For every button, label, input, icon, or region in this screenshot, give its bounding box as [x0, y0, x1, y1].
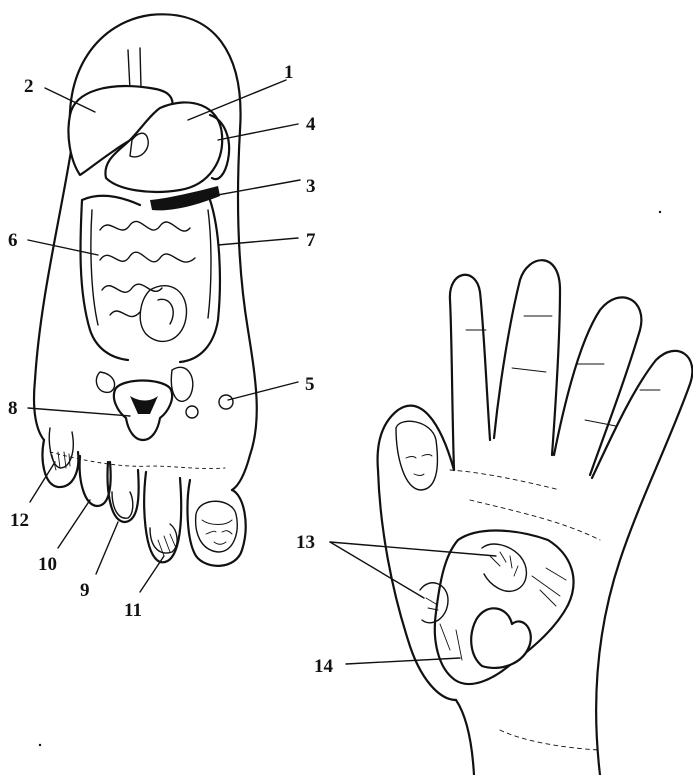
label-8: 8: [8, 398, 18, 419]
label-14: 14: [314, 656, 334, 677]
kidney-right: [171, 367, 193, 401]
toe-head-second: [150, 524, 177, 553]
label-9: 9: [80, 580, 90, 601]
toe-big-head: [196, 501, 238, 552]
label-3: 3: [306, 176, 316, 197]
toe-second: [144, 472, 181, 562]
label-6: 6: [8, 230, 18, 251]
label-10: 10: [38, 554, 57, 575]
hand-outline: [450, 260, 692, 775]
foot-drawing: [34, 14, 257, 566]
hand-drawing: [378, 260, 693, 775]
label-12: 12: [10, 510, 29, 531]
label-4: 4: [306, 114, 316, 135]
label-2: 2: [24, 76, 34, 97]
rectum-circle-1: [186, 406, 198, 418]
label-5: 5: [305, 374, 315, 395]
esophagus: [128, 48, 141, 90]
leader-lines: [28, 80, 496, 664]
label-11: 11: [124, 600, 142, 621]
kidney-left: [96, 372, 114, 392]
label-13: 13: [296, 532, 315, 553]
label-1: 1: [284, 62, 294, 83]
label-7: 7: [306, 230, 316, 251]
rectum-circle-2: [219, 395, 233, 409]
small-intestine: [100, 221, 195, 316]
